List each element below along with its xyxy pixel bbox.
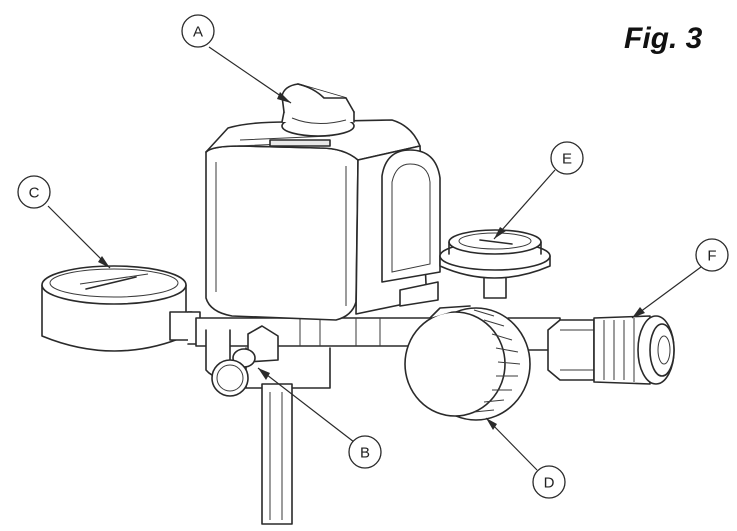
callout-f: F (631, 238, 729, 319)
callout-d: D (485, 417, 566, 499)
switch-housing (205, 119, 441, 321)
callout-label-f: F (707, 248, 716, 265)
release-valve (211, 325, 293, 525)
callout-label-d: D (544, 475, 555, 492)
secondary-gauge (439, 229, 551, 299)
rotary-knob (281, 83, 355, 137)
regulator-knob (404, 305, 531, 421)
callout-label-c: C (29, 185, 40, 202)
pressure-gauge (41, 265, 193, 352)
callout-e: E (493, 141, 584, 240)
callout-label-a: A (193, 24, 203, 41)
figure-title: Fig. 3 (624, 22, 703, 55)
quick-coupler (547, 315, 675, 385)
callout-b: B (257, 367, 382, 469)
callout-label-b: B (360, 445, 370, 462)
callout-c: C (17, 175, 111, 269)
callout-a: A (181, 14, 292, 104)
callout-label-e: E (562, 151, 572, 168)
